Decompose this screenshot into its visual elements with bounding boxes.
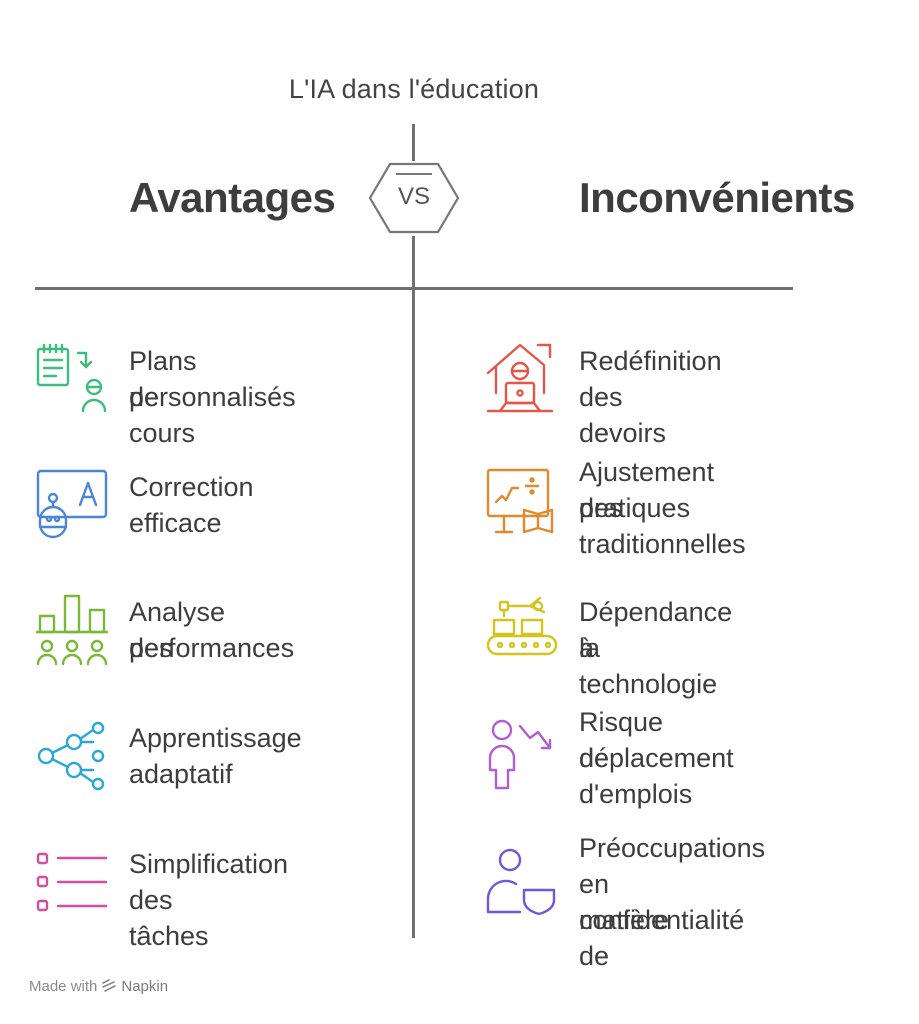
- advantage-label-line: des tâches: [129, 885, 209, 951]
- disadvantage-label-line: en matière de: [579, 869, 670, 971]
- performance-chart-icon: [36, 594, 108, 666]
- footer-brand: Napkin: [121, 978, 169, 995]
- disadvantage-label-line: Risque de: [579, 707, 664, 773]
- robot-grading-icon: [36, 469, 108, 539]
- disadvantage-label-line: traditionnelles: [579, 529, 746, 559]
- advantage-label-line: personnalisés: [129, 382, 296, 412]
- footer-credit: Made with Napkin: [29, 978, 168, 995]
- disadvantage-label-line: Préoccupations: [579, 833, 766, 863]
- horizontal-divider: [35, 287, 793, 290]
- advantage-label-line: Plans de cours: [129, 346, 197, 448]
- advantage-label-line: Apprentissage: [129, 723, 302, 753]
- robot-conveyor-icon: [486, 596, 558, 656]
- network-nodes-icon: [37, 721, 105, 791]
- disadvantage-label-line: Ajustement des: [579, 457, 715, 523]
- advantage-label-line: performances: [129, 633, 295, 663]
- disadvantage-label-line: la technologie: [579, 633, 718, 699]
- person-shield-icon: [486, 848, 556, 916]
- vs-badge-icon: [368, 162, 460, 234]
- advantage-label-line: Analyse des: [129, 597, 226, 663]
- advantage-label-line: Simplification: [129, 849, 289, 879]
- disadvantage-label-line: confidentialité: [579, 905, 745, 935]
- person-decline-icon: [488, 719, 552, 790]
- vs-label: VS: [397, 183, 430, 210]
- disadvantage-label-line: déplacement: [579, 743, 734, 773]
- vertical-divider-top: [412, 124, 415, 161]
- footer-prefix: Made with: [29, 978, 98, 995]
- checklist-icon: [36, 852, 108, 912]
- diagram-title: L'IA dans l'éducation: [288, 74, 540, 104]
- lesson-plan-icon: [36, 343, 107, 413]
- advantage-label-line: adaptatif: [129, 759, 233, 789]
- disadvantages-heading: Inconvénients: [579, 174, 855, 221]
- disadvantage-label-line: Dépendance à: [579, 597, 733, 663]
- disadvantage-label-line: pratiques: [579, 493, 691, 523]
- board-book-icon: [486, 468, 554, 534]
- disadvantage-label-line: Redéfinition: [579, 346, 722, 376]
- disadvantage-label-line: d'emplois: [579, 779, 693, 809]
- disadvantage-label-line: des devoirs: [579, 382, 667, 448]
- home-laptop-icon: [486, 343, 554, 413]
- napkin-logo-icon: [102, 979, 117, 992]
- advantages-heading: Avantages: [129, 174, 336, 221]
- advantage-label-line: Correction: [129, 472, 254, 502]
- advantage-label-line: efficace: [129, 508, 222, 538]
- vertical-divider: [412, 236, 415, 938]
